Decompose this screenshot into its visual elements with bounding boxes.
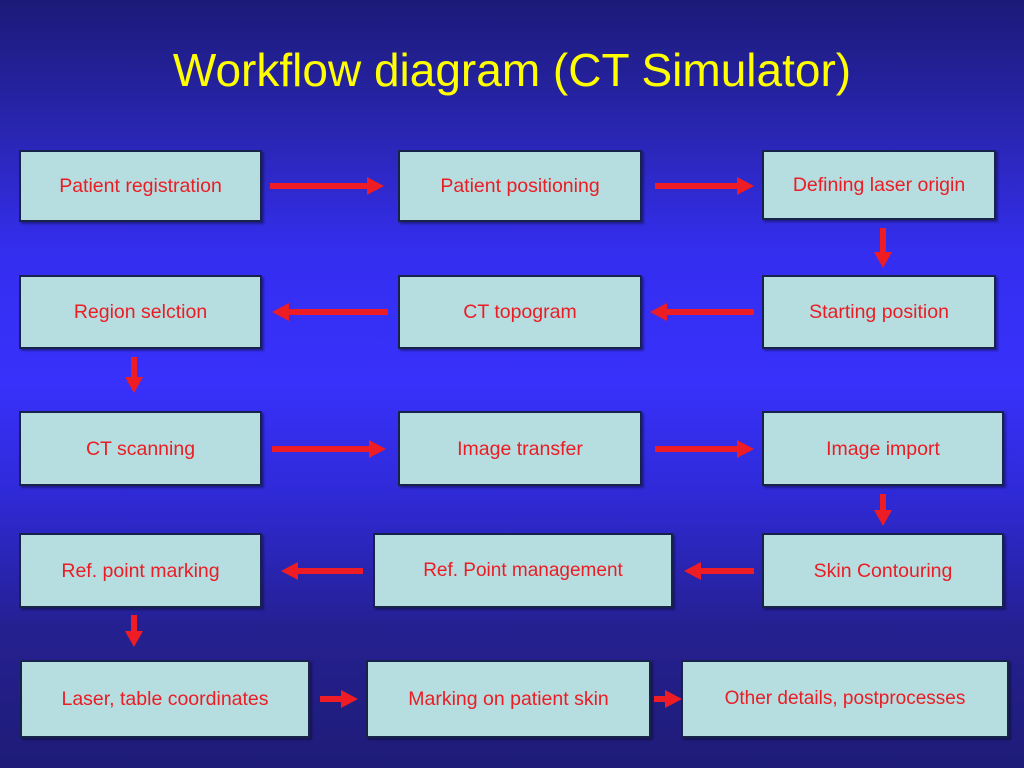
- arrow-shaft: [664, 309, 754, 315]
- arrow-defining-laser-origin-to-starting-position: [874, 228, 892, 268]
- arrow-shaft: [272, 446, 372, 452]
- node-label: Region selction: [73, 301, 208, 323]
- node-image-transfer[interactable]: Image transfer: [398, 411, 642, 486]
- node-label: Skin Contouring: [813, 559, 953, 582]
- page-title: Workflow diagram (CT Simulator): [172, 44, 852, 96]
- arrow-shaft: [654, 696, 668, 702]
- arrow-shaft: [880, 228, 886, 255]
- node-label: Other details, postprocesses: [724, 688, 966, 709]
- arrow-head-right-icon: [341, 690, 358, 708]
- node-ct-topogram[interactable]: CT topogram: [398, 275, 642, 349]
- node-label: Ref. point marking: [61, 559, 220, 582]
- arrow-ref-point-marking-to-laser-table-coordinates: [125, 615, 143, 647]
- node-marking-on-patient-skin[interactable]: Marking on patient skin: [366, 660, 651, 738]
- node-label: Defining laser origin: [792, 174, 966, 196]
- arrow-head-left-icon: [281, 562, 298, 580]
- arrow-shaft: [880, 494, 886, 513]
- arrow-patient-registration-to-patient-positioning: [270, 177, 384, 195]
- node-label: Marking on patient skin: [408, 688, 609, 710]
- arrow-head-right-icon: [369, 440, 386, 458]
- node-label: Image transfer: [457, 437, 583, 460]
- node-defining-laser-origin[interactable]: Defining laser origin: [762, 150, 996, 220]
- arrow-shaft: [131, 357, 137, 380]
- node-label: Patient registration: [59, 175, 222, 197]
- node-label: CT topogram: [463, 301, 577, 323]
- arrow-shaft: [295, 568, 363, 574]
- arrow-head-left-icon: [272, 303, 289, 321]
- arrow-image-import-to-skin-contouring: [874, 494, 892, 526]
- arrow-shaft: [270, 183, 370, 189]
- arrow-head-left-icon: [650, 303, 667, 321]
- arrow-shaft: [131, 615, 137, 634]
- node-label: Starting position: [809, 301, 949, 323]
- arrow-shaft: [698, 568, 754, 574]
- arrow-laser-table-coordinates-to-marking-on-patient-skin: [320, 690, 358, 708]
- arrow-head-down-icon: [874, 510, 892, 526]
- arrow-head-right-icon: [367, 177, 384, 195]
- node-other-details-postprocesses[interactable]: Other details, postprocesses: [681, 660, 1009, 738]
- arrow-region-selction-to-ct-scanning: [125, 357, 143, 393]
- arrow-head-right-icon: [737, 177, 754, 195]
- node-label: Patient positioning: [440, 175, 600, 197]
- arrow-shaft: [320, 696, 344, 702]
- node-patient-positioning[interactable]: Patient positioning: [398, 150, 642, 222]
- arrow-patient-positioning-to-defining-laser-origin: [655, 177, 754, 195]
- arrow-head-down-icon: [125, 631, 143, 647]
- node-laser-table-coordinates[interactable]: Laser, table coordinates: [20, 660, 310, 738]
- arrow-ct-scanning-to-image-transfer: [272, 440, 386, 458]
- node-ref-point-management[interactable]: Ref. Point management: [373, 533, 673, 608]
- node-region-selction[interactable]: Region selction: [19, 275, 262, 349]
- node-image-import[interactable]: Image import: [762, 411, 1004, 486]
- arrow-marking-on-patient-skin-to-other-details-postprocesses: [654, 690, 682, 708]
- node-starting-position[interactable]: Starting position: [762, 275, 996, 349]
- node-patient-registration[interactable]: Patient registration: [19, 150, 262, 222]
- arrow-starting-position-to-ct-topogram: [650, 303, 754, 321]
- arrow-image-transfer-to-image-import: [655, 440, 754, 458]
- arrow-ct-topogram-to-region-selction: [272, 303, 388, 321]
- arrow-shaft: [286, 309, 388, 315]
- node-ref-point-marking[interactable]: Ref. point marking: [19, 533, 262, 608]
- arrow-head-down-icon: [125, 377, 143, 393]
- arrow-head-down-icon: [874, 252, 892, 268]
- node-label: CT scanning: [85, 437, 196, 460]
- node-ct-scanning[interactable]: CT scanning: [19, 411, 262, 486]
- arrow-head-right-icon: [737, 440, 754, 458]
- node-skin-contouring[interactable]: Skin Contouring: [762, 533, 1004, 608]
- node-label: Laser, table coordinates: [61, 688, 269, 710]
- node-label: Image import: [826, 437, 940, 460]
- arrow-skin-contouring-to-ref-point-management: [684, 562, 754, 580]
- arrow-shaft: [655, 446, 740, 452]
- arrow-ref-point-management-to-ref-point-marking: [281, 562, 363, 580]
- arrow-head-right-icon: [665, 690, 682, 708]
- node-label: Ref. Point management: [423, 559, 623, 581]
- arrow-shaft: [655, 183, 740, 189]
- arrow-head-left-icon: [684, 562, 701, 580]
